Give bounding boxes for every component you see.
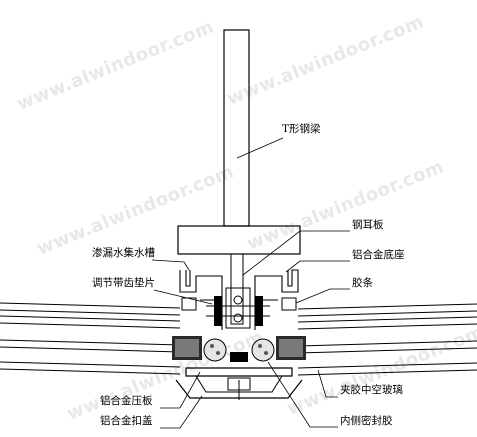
label-buckle-cover: 铝合金扣盖	[100, 414, 153, 427]
glass-left	[0, 302, 181, 375]
adjusting-washer	[206, 287, 270, 329]
round-gaskets	[203, 338, 275, 362]
label-adjust-washer: 调节带齿垫片	[92, 276, 155, 289]
watermark: www.alwindoor.com	[14, 16, 217, 114]
watermark-layer: www.alwindoor.com www.alwindoor.com www.…	[14, 11, 477, 424]
label-t-beam: T形钢梁	[282, 122, 321, 135]
label-drain-channel: 渗漏水集水槽	[92, 246, 155, 259]
label-aluminum-base: 铝合金底座	[352, 248, 405, 261]
steel-ear-plate	[230, 253, 244, 325]
glass-right	[297, 303, 477, 376]
label-rubber-strip: 胶条	[352, 276, 373, 289]
watermark: www.alwindoor.com	[34, 161, 237, 259]
watermark: www.alwindoor.com	[244, 156, 447, 254]
labels: T形钢梁 钢耳板 渗漏水集水槽 铝合金底座 调节带齿垫片 胶条 夹胶中空玻璃 铝…	[92, 122, 405, 427]
label-steel-ear-plate: 钢耳板	[352, 218, 384, 231]
watermark: www.alwindoor.com	[224, 11, 427, 109]
aluminum-base	[179, 269, 299, 330]
buckle-cover	[175, 377, 303, 400]
label-laminated-glass: 夹胶中空玻璃	[340, 383, 403, 396]
label-pressure-plate: 铝合金压板	[100, 394, 153, 407]
leader-lines	[151, 137, 350, 429]
spacer-blocks	[172, 336, 306, 360]
label-inner-sealant: 内侧密封胶	[340, 414, 393, 427]
